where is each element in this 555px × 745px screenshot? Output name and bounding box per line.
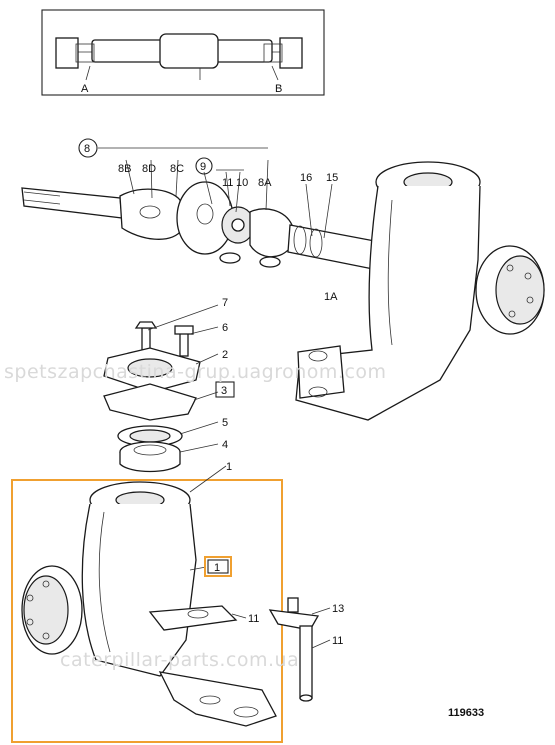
callout-10: 10 <box>236 177 248 189</box>
upper-steering-knuckle <box>295 161 545 421</box>
callout-7: 7 <box>222 297 228 309</box>
callout-11-middle: 11 <box>248 613 259 625</box>
callout-1: 1 <box>226 461 232 473</box>
callout-13: 13 <box>332 603 344 615</box>
pin-assembly <box>268 597 320 702</box>
figure-number: 119633 <box>448 707 484 719</box>
callout-4: 4 <box>222 439 228 451</box>
callout-9: 9 <box>200 161 206 173</box>
callout-5: 5 <box>222 417 228 429</box>
callout-1a: 1A <box>324 291 338 303</box>
callout-11-top: 11 <box>222 177 233 189</box>
watermark-top: spetszapchastina-grup.uagronom.com <box>4 361 387 383</box>
callout-8c: 8C <box>170 163 184 175</box>
callouts: 8 8B 8D 8C 9 10 11 8A 16 15 1A 7 6 2 3 5… <box>78 138 344 647</box>
overview-label-b: B <box>275 83 282 95</box>
overview-inset: A B <box>41 9 325 96</box>
callout-11-right: 11 <box>332 635 343 647</box>
callout-8: 8 <box>84 143 90 155</box>
callout-3: 3 <box>221 385 227 397</box>
overview-label-a: A <box>81 83 89 95</box>
callout-8a: 8A <box>258 177 272 189</box>
callout-8d: 8D <box>142 163 156 175</box>
callout-highlight-box <box>204 556 232 577</box>
callout-15: 15 <box>326 172 338 184</box>
callout-2: 2 <box>222 349 228 361</box>
callout-16: 16 <box>300 172 312 184</box>
kingpin-stack <box>103 321 201 473</box>
callout-6: 6 <box>222 322 228 334</box>
callout-8b: 8B <box>118 163 131 175</box>
callout-1-highlighted: 1 <box>214 562 220 574</box>
drive-shaft-assembly <box>21 181 381 271</box>
leader-lines <box>98 147 333 649</box>
watermark-bottom: caterpillar-parts.com.ua <box>60 649 299 671</box>
lower-steering-knuckle <box>21 481 277 727</box>
